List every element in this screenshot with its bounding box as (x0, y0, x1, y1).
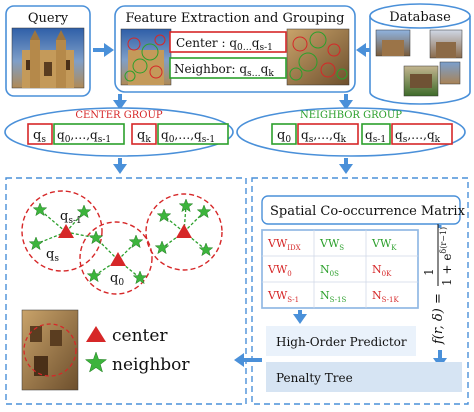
matrix-cell-border (365, 281, 419, 309)
feature-image-right (286, 28, 350, 86)
neighbor-star (132, 270, 148, 285)
penalty-box (266, 362, 462, 392)
neighbor-star (128, 234, 144, 249)
neighbor-cell-qs-qk (297, 123, 359, 145)
neighbor-cell-qs-qk-b (391, 123, 453, 145)
matrix-cell: VWIDX (267, 237, 301, 252)
feature-title: Feature Extraction and Grouping (126, 11, 345, 26)
neighbor-cell-qs-qk-text: qs,…,qk (301, 128, 347, 145)
cluster-circle-center (79, 221, 153, 295)
neighbor-star (86, 268, 102, 283)
penalty-label: Penalty Tree (276, 371, 353, 385)
formula: f(r, δ) = 1 1 + eδ(r−1) (422, 224, 454, 345)
predictor-label: High-Order Predictor (276, 335, 407, 349)
matrix-cell: NS-1S (320, 289, 346, 304)
matrix-cell: VWK (371, 237, 397, 252)
neighbor-label-box (169, 57, 287, 79)
neighbor-star (28, 236, 44, 251)
svg-text:1: 1 (422, 268, 436, 276)
neighbor-star (178, 198, 194, 213)
neighbor-label: Neighbor: qs…qk (174, 62, 274, 79)
center-label-box (169, 31, 287, 53)
matrix-cell: NS-1K (372, 289, 399, 304)
cluster-circle-right (145, 193, 223, 271)
matrix-cell: N0S (320, 263, 339, 278)
center-triangle-right (176, 224, 192, 238)
matrix-cell: VWS-1 (267, 289, 299, 304)
node-label-q0: q0 (110, 271, 124, 288)
database-label: Database (389, 10, 451, 25)
center-triangle-qs1 (58, 224, 74, 238)
svg-text:1 + eδ(r−1): 1 + eδ(r−1) (439, 227, 454, 286)
neighbor-star (196, 204, 212, 219)
center-cell-q0-qs1-text: q0,…,qs-1 (57, 128, 111, 145)
matrix-cell: VWS (319, 237, 344, 252)
matrix-cell: N0K (372, 263, 392, 278)
graph-panel (5, 177, 247, 405)
center-cell-qk (131, 123, 157, 145)
center-cell-q0-qs1-b-text: q0,…,qs-1 (161, 128, 215, 145)
legend-center-label: center (112, 326, 168, 346)
neighbor-cell-q0 (271, 123, 297, 145)
result-image (21, 309, 79, 391)
center-cell-qs (27, 123, 53, 145)
cluster-circle-top-left (21, 190, 103, 272)
neighbor-cell-qs-qk-b-text: qs,…,qk (395, 128, 441, 145)
matrix-title: Spatial Co-occurrence Matrix (270, 204, 466, 219)
database-images (375, 29, 463, 97)
neighbor-group-title: NEIGHBOR GROUP (300, 110, 402, 121)
predictor-box (266, 326, 416, 356)
feature-image-left (120, 28, 172, 86)
matrix-panel (251, 177, 469, 405)
neighbor-star (88, 230, 104, 245)
query-image (11, 27, 85, 89)
center-label: Center : q0…qs-1 (176, 36, 273, 53)
center-cell-qk-text: qk (137, 128, 151, 145)
svg-text:f(r, δ) =: f(r, δ) = (431, 293, 446, 345)
center-cell-qs-text: qs (33, 128, 46, 145)
node-label-qs: qs (46, 247, 59, 264)
neighbor-cell-qs1-text: qs-1 (365, 128, 386, 145)
neighbor-star (156, 208, 172, 223)
neighbor-stars (28, 198, 214, 285)
matrix-title-box (261, 195, 461, 225)
query-label: Query (28, 11, 69, 26)
matrix-cells: VWIDX VWS VWK VW0 N0S N0K VWS-1 NS-1S NS-1K (261, 229, 419, 309)
neighbor-star (154, 240, 170, 255)
center-group-title: CENTER GROUP (75, 110, 163, 121)
matrix-grid (261, 229, 419, 309)
center-cell-q0-qs1-b (157, 123, 229, 145)
neighbor-cell-q0-text: q0 (277, 128, 291, 145)
matrix-cell: VW0 (267, 263, 292, 278)
center-cell-q0-qs1 (53, 123, 125, 145)
neighbor-star (76, 204, 92, 219)
legend-center-icon (86, 326, 106, 342)
neighbor-star (198, 242, 214, 257)
legend-neighbor-icon (84, 351, 108, 373)
legend-neighbor-label: neighbor (112, 355, 190, 375)
node-label-qs1: qs-1 (60, 209, 82, 226)
neighbor-cell-qs1 (361, 123, 391, 145)
neighbor-star (32, 202, 48, 217)
center-triangle-q0 (110, 252, 126, 266)
